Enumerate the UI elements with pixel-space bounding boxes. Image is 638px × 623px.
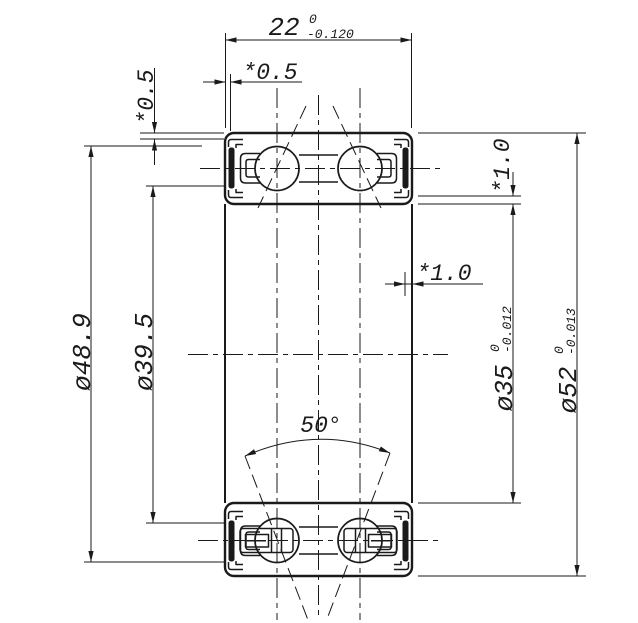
svg-text:-0.012: -0.012 [500,306,515,353]
dim-recess-face: *1.0 [490,138,516,193]
dim-chamfer-side: *0.5 [134,69,160,124]
dim-width-tol-upper: 0 [309,12,317,27]
dim-outer: ø52 0 -0.013 [552,308,584,413]
dimension-lines [90,39,578,576]
dim-bore: ø35 0 -0.012 [488,306,520,411]
dim-seal-groove: ø48.9 [68,313,98,391]
dimarc-contact-angle [244,438,391,457]
dim-recess-bore: *1.0 [416,261,471,287]
dim-width-tol-lower: -0.120 [307,27,354,42]
svg-text:*1.0: *1.0 [490,138,516,193]
svg-text:0: 0 [552,346,567,354]
svg-text:ø52: ø52 [554,367,584,414]
centerlines [188,88,448,620]
svg-text:ø39.5: ø39.5 [130,313,160,391]
svg-text:ø35: ø35 [490,365,520,412]
svg-text:*0.5: *0.5 [134,69,160,124]
contact-angle-lines [244,105,391,621]
dim-chamfer-top: *0.5 [242,60,297,86]
svg-text:0: 0 [488,344,503,352]
svg-text:-0.013: -0.013 [564,308,579,355]
dim-shoulder: ø39.5 [130,313,160,391]
svg-text:ø48.9: ø48.9 [68,313,98,391]
dim-width-value: 22 [268,13,299,43]
dimension-arrows [88,37,580,576]
dim-contact-angle: 50° [300,413,341,439]
